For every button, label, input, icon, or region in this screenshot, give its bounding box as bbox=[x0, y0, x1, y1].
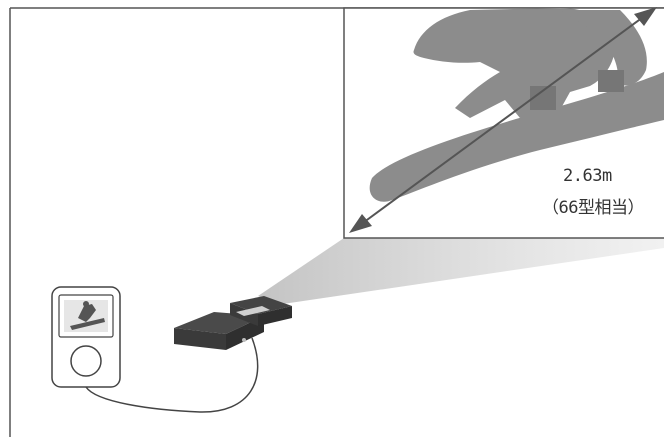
diagonal-measure-arrow bbox=[349, 7, 657, 233]
tv-equivalent-label: （66型相当） bbox=[542, 198, 644, 218]
projector-lens-module bbox=[230, 296, 292, 314]
projected-screen bbox=[343, 7, 664, 239]
media-player bbox=[51, 286, 121, 388]
click-wheel-icon bbox=[70, 345, 102, 377]
diagonal-size-label: 2.63m bbox=[563, 166, 612, 186]
projector-device bbox=[174, 296, 292, 350]
snowboarder-icon bbox=[70, 301, 105, 330]
arrowhead-bottom-left bbox=[349, 214, 372, 233]
arrowhead-top-right bbox=[634, 7, 657, 26]
snowboarder-silhouette bbox=[369, 8, 664, 202]
projection-beam bbox=[258, 238, 664, 305]
av-cable bbox=[85, 337, 259, 413]
